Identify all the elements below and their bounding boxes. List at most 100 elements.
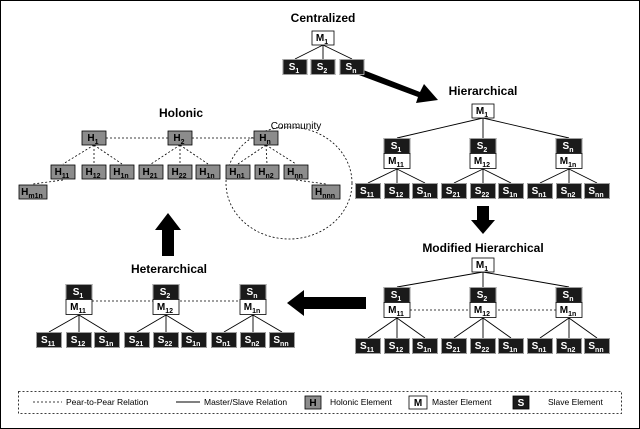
heterarchical-leaf-slave: Sn2 bbox=[240, 332, 266, 348]
title-modified-hierarchical: Modified Hierarchical bbox=[422, 241, 543, 255]
holonic-mid: H12 bbox=[81, 164, 107, 180]
hierarchical-leaf-slave: S1n bbox=[412, 183, 438, 199]
heterarchical-child-link bbox=[48, 314, 80, 333]
svg-text:Sn: Sn bbox=[346, 62, 357, 75]
heterarchical-group-master: M12 bbox=[152, 299, 180, 315]
centralized-slave: S1 bbox=[282, 59, 308, 75]
holonic-mid: Hn2 bbox=[254, 164, 280, 180]
modified-hierarchical-group-master: M1n bbox=[555, 302, 583, 318]
heterarchical-child-link bbox=[223, 314, 254, 333]
heterarchical-child-link bbox=[165, 314, 195, 333]
holonic-mid: H22 bbox=[167, 164, 193, 180]
holonic-child-link bbox=[62, 144, 95, 165]
svg-text:S2: S2 bbox=[160, 287, 171, 300]
legend-slave-swatch bbox=[512, 395, 530, 410]
svg-text:S1: S1 bbox=[391, 290, 402, 303]
svg-text:S1: S1 bbox=[73, 287, 84, 300]
modified-hierarchical-child-link bbox=[396, 317, 426, 339]
legend-holonic-label: Holonic Element bbox=[330, 397, 393, 407]
heterarchical-child-link bbox=[78, 314, 108, 333]
modified-hierarchical-leaf-slave: S1n bbox=[412, 338, 438, 354]
hierarchical-leaf-slave: Sn2 bbox=[556, 183, 582, 199]
modified-hierarchical-leaf-slave: Sn2 bbox=[556, 338, 582, 354]
svg-text:Sn: Sn bbox=[247, 287, 258, 300]
modified-hierarchical-child-link bbox=[568, 317, 598, 339]
hierarchical-group-master: M11 bbox=[383, 153, 411, 169]
modified-hierarchical-group-master: M11 bbox=[383, 302, 411, 318]
hierarchical-child-link bbox=[396, 168, 426, 184]
community-boundary bbox=[225, 126, 353, 240]
heterarchical-leaf-slave: S12 bbox=[66, 332, 92, 348]
connector-lines bbox=[32, 44, 598, 339]
centralized-slave: Sn bbox=[339, 59, 365, 75]
hierarchical-leaf-slave: S1n bbox=[498, 183, 524, 199]
modified-hierarchical-top-master: M1 bbox=[471, 257, 495, 273]
hierarchical-child-link bbox=[367, 168, 398, 184]
hierarchical-group-slave: S2 bbox=[469, 138, 497, 154]
modified-hierarchical-group-slave: Sn bbox=[555, 287, 583, 303]
title-hierarchical: Hierarchical bbox=[449, 84, 518, 98]
centralized-link bbox=[322, 44, 353, 60]
title-centralized: Centralized bbox=[291, 11, 356, 25]
hierarchical-child-link bbox=[453, 168, 484, 184]
svg-text:Sn: Sn bbox=[563, 141, 574, 154]
modified-hierarchical-leaf-slave: S21 bbox=[441, 338, 467, 354]
heterarchical-group-master: M11 bbox=[65, 299, 93, 315]
modified-hierarchical-child-link bbox=[367, 317, 398, 339]
holonic-mid: H1n bbox=[195, 164, 221, 180]
hierarchical-child-link bbox=[568, 168, 598, 184]
hierarchical-master-link bbox=[482, 117, 570, 139]
legend-holonic-symbol: H bbox=[309, 398, 316, 409]
centralized-master: M1 bbox=[311, 30, 335, 46]
svg-text:Hn: Hn bbox=[259, 133, 271, 146]
holonic-mid: Hnn bbox=[283, 164, 309, 180]
hierarchical-group-slave: Sn bbox=[555, 138, 583, 154]
legend-master-label: Master Element bbox=[432, 397, 492, 407]
modified-hierarchical-leaf-slave: Sn1 bbox=[527, 338, 553, 354]
holonic-mid: H11 bbox=[50, 164, 76, 180]
holonic-bottom: Hnnn bbox=[311, 184, 341, 200]
modified-hierarchical-child-link bbox=[539, 317, 570, 339]
holonic-mid: Hn1 bbox=[225, 164, 251, 180]
hierarchical-leaf-slave: S22 bbox=[470, 183, 496, 199]
holonic-leaf-link bbox=[32, 179, 64, 185]
holonic-child-link bbox=[265, 144, 268, 165]
modified-hierarchical-child-link bbox=[453, 317, 484, 339]
modified-hierarchical-leaf-slave: Snn bbox=[584, 338, 610, 354]
holonic-child-link bbox=[150, 144, 181, 165]
title-holonic: Holonic bbox=[159, 106, 203, 120]
modified-hierarchical-master-link bbox=[482, 271, 570, 288]
heterarchical-group-slave: Sn bbox=[239, 284, 267, 300]
holonic-top: Hn bbox=[253, 130, 279, 146]
heterarchical-group-slave: S1 bbox=[65, 284, 93, 300]
hierarchical-leaf-slave: Snn bbox=[584, 183, 610, 199]
holonic-child-link bbox=[265, 144, 297, 165]
heterarchical-group-master: M1n bbox=[239, 299, 267, 315]
heterarchical-child-link bbox=[136, 314, 167, 333]
holonic-mid: H1n bbox=[109, 164, 135, 180]
svg-text:S2: S2 bbox=[477, 141, 488, 154]
modified-hierarchical-leaf-slave: S1n bbox=[498, 338, 524, 354]
heterarchical-leaf-slave: Snn bbox=[269, 332, 295, 348]
modified-hierarchical-master-link bbox=[396, 271, 484, 288]
hierarchical-leaf-slave: Sn1 bbox=[527, 183, 553, 199]
legend-holonic-swatch bbox=[304, 395, 322, 410]
legend-slave-label: Slave Element bbox=[548, 397, 603, 407]
modified-hierarchical-leaf-slave: S22 bbox=[470, 338, 496, 354]
holonic-top: H2 bbox=[167, 130, 193, 146]
modified-hierarchical-group-slave: S1 bbox=[383, 287, 411, 303]
modified-hierarchical-child-link bbox=[482, 317, 512, 339]
svg-text:S2: S2 bbox=[317, 62, 328, 75]
legend-box bbox=[18, 391, 622, 414]
heterarchical-leaf-slave: S11 bbox=[36, 332, 62, 348]
arrow-hierarchical-to-modified bbox=[471, 206, 495, 234]
holonic-child-link bbox=[237, 144, 267, 165]
legend-master-slave-label: Master/Slave Relation bbox=[204, 397, 287, 407]
holonic-bottom: Hm1n bbox=[18, 184, 48, 200]
svg-text:S2: S2 bbox=[477, 290, 488, 303]
arrow-heterarchical-to-holonic bbox=[155, 213, 181, 256]
modified-hierarchical-group-slave: S2 bbox=[469, 287, 497, 303]
hierarchical-group-master: M1n bbox=[555, 153, 583, 169]
